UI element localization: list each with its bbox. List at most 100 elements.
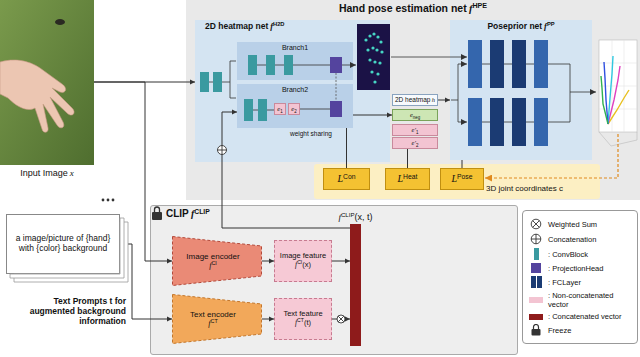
node-text: CT [210,318,217,324]
legend-text: : Non-concatenated vector [548,291,633,309]
node-text: f [544,21,547,31]
text-encoder: Text encoderfCT [172,294,262,344]
more-prompts-dots-part [107,199,110,202]
input-photo-part [0,60,74,132]
text-line: Text encoder [190,310,236,319]
node-text: CI [211,260,216,266]
legend-symbol [530,218,542,230]
more-prompts-dots-part [102,199,105,202]
node-text: Pose [457,173,473,180]
legend-text: : Concatenated vector [548,312,621,321]
input-photo-part [55,19,65,25]
symbol-circle [531,234,541,244]
node-text: f [295,318,297,327]
legend-swatch [531,276,536,288]
node-text: f [270,21,273,31]
text-group: Branch2 [237,84,353,94]
legend-sample [527,218,545,230]
node-text: x [70,168,74,178]
branch-box: Branch1 [237,42,353,80]
text-line: Branch1 [237,44,353,52]
node-text: 2D heatmap [395,96,430,103]
node-text: Con [343,173,355,180]
node-text: f [191,208,194,219]
text-group: e2 [291,105,296,112]
node-text: f [338,212,341,222]
node-text: h [432,96,435,103]
output-label-box: 3D joint coordinates c [486,184,563,194]
encoder-shape [173,295,262,344]
text-group: e1 [277,105,282,112]
node-text: 2 [294,109,296,114]
legend-text: : ConvBlock [548,250,588,259]
node-text: (t) [304,318,311,327]
node-text: HPE [472,2,487,10]
node-text: CLIP [194,208,209,215]
legend-swatch [534,248,539,260]
encoder-shape [173,237,262,286]
branch-box: Branch2 e1 e2 [237,84,353,128]
node-text: Poseprior net [487,21,542,31]
legend-sample [527,314,545,320]
legend-sample [527,297,545,303]
embedding-vector: e2 [288,103,300,115]
text-group: CLIPfCLIP [151,206,517,220]
text-group: Text featurefCT(t) [283,310,322,327]
text-line: fCI(x) [280,261,326,270]
legend-swatch [531,263,541,273]
text-line: LHeat [398,173,418,185]
symbol-mark [533,221,540,228]
text-line: Image feature [280,252,326,261]
node-text: (x, t) [355,212,373,222]
node-text: L [337,173,343,184]
connector-line [94,82,195,83]
node-text: e′ [412,139,416,146]
legend-swatch [529,314,543,320]
text-group: eneg [410,111,420,118]
node-text: L [398,173,404,184]
legend-row: : Concatenated vector [527,312,633,321]
text-line: eneg [410,111,420,118]
output-label: 3D joint coordinates c [486,184,563,193]
prompt-caption: Text Prompts t for augmented background … [30,296,126,326]
prompt-caption-box: Text Prompts t for augmented background … [6,296,126,327]
legend-sample [527,324,545,336]
node-text: Branch2 [282,86,308,93]
node-text: f [295,260,297,269]
text-group: e′1 [412,126,419,133]
symbol-mark [531,234,541,244]
negative-vector: eneg [392,109,438,121]
vector-box: e′2 [392,137,438,149]
text-line: e1 [277,105,282,112]
poseprior-panel: Poseprior netfPP [450,20,592,160]
text-line: Image encoder [186,252,239,261]
text-line: e′1 [412,126,419,133]
node-text: CI [297,259,302,265]
text-group: LHeat [398,173,418,185]
symbol-circle [531,219,541,229]
legend-sample [527,233,545,245]
text-line: a image/picture of {hand} with {color} b… [11,234,115,254]
lock-body [532,329,541,336]
input-image: Input Imagex [0,0,94,165]
node-text: e [410,111,413,118]
legend-row: : ProjectionHead [527,263,633,273]
image-encoder: Image encoderfCI [172,236,262,286]
input-photo [0,0,94,165]
text-group: LPose [451,173,472,185]
heatmap-output-box: 2D heatmaph [392,94,438,106]
node-text: 1 [280,109,282,114]
node-text: a image/picture of {hand} with {color} b… [16,233,111,253]
node-text: PP [547,21,555,27]
legend-box: Weighted SumConcatenation: ConvBlock: Pr… [522,210,638,344]
node-text: Branch1 [282,44,308,51]
encoder-outline [172,236,262,286]
node-text: 2 [416,143,418,148]
input-photo-part [0,0,94,165]
legend-swatch [529,297,543,303]
node-text: (x) [302,260,311,269]
legend-symbol [530,233,542,245]
legend-sample [527,263,545,273]
legend-text: : ProjectionHead [548,264,603,273]
text-group: LCon [337,173,355,185]
